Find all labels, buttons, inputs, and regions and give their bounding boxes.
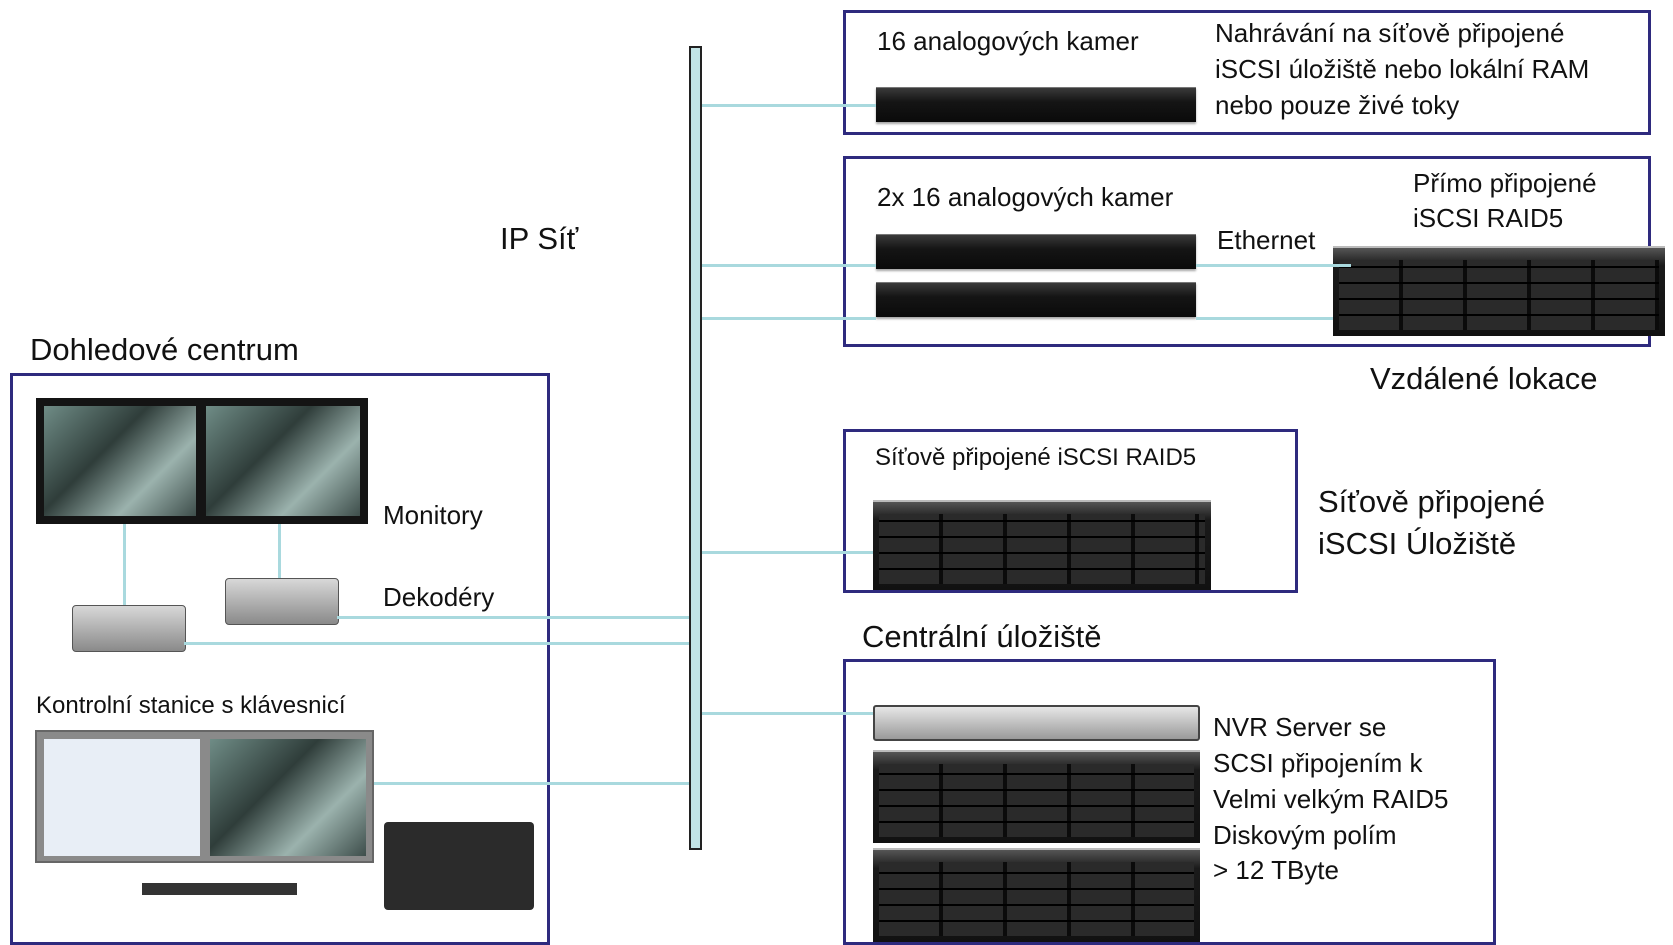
link-decoder-1 — [184, 642, 689, 645]
central-description-line-4: Diskovým polím — [1213, 820, 1397, 850]
central-storage-title: Centrální úložiště — [862, 619, 1102, 654]
remote-site-1-camera-label: 16 analogových kamer — [877, 26, 1139, 56]
monitoring-centre-title: Dohledové centrum — [30, 332, 299, 367]
network-storage-box — [843, 429, 1298, 593]
raid-disk-array-unit — [873, 848, 1200, 942]
remote-site-1-box — [843, 10, 1651, 135]
central-description-line-5: > 12 TByte — [1213, 855, 1339, 885]
link-site-2-encoder-1 — [702, 264, 876, 267]
monitors-label: Monitory — [383, 500, 483, 530]
network-raid-storage-unit — [873, 500, 1211, 590]
direct-raid-label-line-1: Přímo připojené — [1413, 168, 1597, 198]
link-site-2-encoder-2 — [702, 317, 876, 320]
remote-locations-caption: Vzdálené lokace — [1370, 361, 1598, 396]
central-description-line-3: Velmi velkým RAID5 — [1213, 784, 1449, 814]
monitor-screen — [44, 406, 196, 516]
nvr-server-unit — [873, 705, 1200, 741]
link-monitor-decoder-2 — [278, 524, 281, 579]
direct-raid-label-line-2: iSCSI RAID5 — [1413, 203, 1564, 233]
control-keypad — [384, 822, 534, 910]
monitoring-centre-box — [10, 373, 550, 945]
map-screen — [44, 739, 200, 856]
ip-network-backbone — [689, 46, 702, 850]
control-station-label: Kontrolní stanice s klávesnicí — [36, 692, 346, 719]
link-monitor-decoder-1 — [123, 524, 126, 607]
video-encoder-rack-unit — [876, 282, 1196, 317]
central-storage-box — [843, 659, 1496, 945]
network-storage-box-label: Síťově připojené iSCSI RAID5 — [875, 444, 1197, 471]
remote-site-1-recording-line-3: nebo pouze živé toky — [1215, 90, 1460, 120]
video-screen — [210, 739, 366, 856]
video-wall-monitors — [36, 398, 368, 524]
video-encoder-rack-unit — [876, 87, 1196, 122]
central-description-line-1: NVR Server se — [1213, 712, 1387, 742]
central-description-line-2: SCSI připojením k — [1213, 748, 1423, 778]
control-station-monitors — [35, 730, 374, 863]
monitor-screen — [206, 406, 360, 516]
keyboard — [142, 883, 297, 895]
network-storage-caption-line-2: iSCSI Úložiště — [1318, 526, 1517, 561]
raid-disk-array-unit — [873, 750, 1200, 843]
decoders-label: Dekodéry — [383, 582, 495, 612]
link-site-1 — [702, 104, 876, 107]
link-decoder-2 — [337, 616, 689, 619]
ethernet-link-2 — [1196, 317, 1333, 320]
video-decoder-device — [225, 578, 339, 625]
ip-network-label: IP Síť — [500, 221, 579, 256]
video-encoder-rack-unit — [876, 234, 1196, 269]
link-network-storage — [702, 551, 873, 554]
remote-site-2-camera-label: 2x 16 analogových kamer — [877, 182, 1174, 212]
ethernet-link-1 — [1196, 264, 1351, 267]
remote-site-1-recording-line-2: iSCSI úložiště nebo lokální RAM — [1215, 54, 1590, 84]
video-decoder-device — [72, 605, 186, 652]
link-central-storage — [702, 712, 873, 715]
direct-raid-storage-unit — [1333, 246, 1665, 336]
ethernet-label: Ethernet — [1217, 225, 1316, 255]
remote-site-1-recording-line-1: Nahrávání na síťově připojené — [1215, 18, 1565, 48]
network-storage-caption-line-1: Síťově připojené — [1318, 484, 1546, 519]
link-control-station — [374, 782, 689, 785]
